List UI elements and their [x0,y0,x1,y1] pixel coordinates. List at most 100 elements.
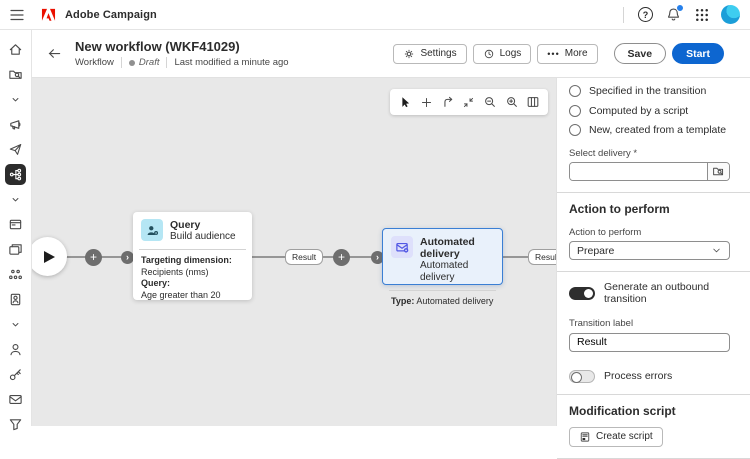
zoom-in-icon [505,95,519,109]
sidebar-item-workflows-selected[interactable] [5,164,26,185]
cluster-icon [8,267,23,282]
home-icon [8,42,23,57]
zoom-in-button[interactable] [502,92,522,112]
person-icon [8,342,23,357]
cards-stack-icon [8,242,23,257]
chevron-down-icon [9,193,22,206]
action-to-perform-label: Action to perform [569,227,730,238]
sidebar-item-campaigns[interactable] [3,112,28,137]
fit-view-button[interactable] [459,92,479,112]
sidebar-item-profiles[interactable] [3,337,28,362]
add-activity-dot-1[interactable]: + [85,249,102,266]
breadcrumb-type: Workflow [75,57,114,68]
page-subtitle: Workflow Draft Last modified a minute ag… [75,57,289,68]
automated-delivery-node[interactable]: Automated delivery Automated delivery Ty… [382,228,503,285]
add-activity-button[interactable] [416,92,436,112]
section-divider [557,394,750,395]
select-delivery-input[interactable] [570,163,707,180]
canvas-toolbar [390,89,548,115]
select-tool-button[interactable] [395,92,415,112]
section-divider [557,192,750,193]
sidebar-item-home[interactable] [3,37,28,62]
required-marker: * [633,148,637,159]
subtitle-divider [166,57,167,68]
radio-new-from-template[interactable]: New, created from a template [569,123,730,137]
save-button[interactable]: Save [614,43,667,64]
page-icon [8,217,23,232]
automated-delivery-subtitle: Automated delivery [420,260,494,284]
page-header: New workflow (WKF41029) Workflow Draft L… [32,30,750,78]
add-activity-dot-2[interactable]: + [333,249,350,266]
script-icon [579,431,591,443]
start-button[interactable]: Start [672,43,724,64]
start-node[interactable] [32,237,67,276]
transition-label-result-2[interactable]: Result [528,249,556,265]
topbar-divider [623,7,624,23]
top-app-bar: Adobe Campaign ? [0,0,750,30]
status-dot-icon [129,60,135,66]
action-select[interactable]: Prepare [569,241,730,260]
create-script-button[interactable]: Create script [569,427,663,447]
sidebar-item-landing-pages[interactable] [3,212,28,237]
map-view-button[interactable] [523,92,543,112]
radio-computed-by-script[interactable]: Computed by a script [569,104,730,118]
funnel-icon [8,417,23,432]
settings-button[interactable]: Settings [393,44,466,64]
transition-label-input[interactable] [569,333,730,352]
transition-label-result[interactable]: Result [285,249,323,265]
logs-button[interactable]: Logs [473,44,532,64]
sidebar-item-administration[interactable] [3,362,28,387]
notifications-icon[interactable] [665,6,682,23]
plus-icon [420,96,433,109]
folder-search-icon [8,67,23,82]
sidebar-item-badges[interactable] [3,287,28,312]
delivery-picker-button[interactable] [707,163,729,180]
process-errors-toggle[interactable]: Process errors [569,370,730,383]
radio-icon [569,124,581,136]
sidebar-item-content-templates[interactable] [3,237,28,262]
zoom-out-icon [483,95,497,109]
menu-icon[interactable] [10,9,24,21]
outbound-toggle-label: Generate an outbound transition [604,281,730,305]
workflow-canvas[interactable]: + › Query Build audience Targeting dimen… [32,78,556,426]
sidebar-item-audiences[interactable] [3,262,28,287]
more-button-label: More [565,48,588,59]
avatar[interactable] [721,5,740,24]
radio-label: New, created from a template [589,124,726,136]
outbound-transition-toggle[interactable]: Generate an outbound transition [569,281,730,305]
back-button[interactable] [46,46,63,61]
sidebar-item-subscriptions[interactable] [3,387,28,412]
query-node[interactable]: Query Build audience Targeting dimension… [133,212,252,300]
gear-icon [403,48,415,60]
status-label: Draft [139,57,160,68]
zoom-out-button[interactable] [480,92,500,112]
select-delivery-label: Select delivery * [569,148,730,159]
type-value: Automated delivery [416,296,493,306]
sidebar-section-chevron[interactable] [3,87,28,112]
transition-label-label: Transition label [569,318,730,329]
create-script-label: Create script [596,431,653,442]
targeting-dimension-label: Targeting dimension: [141,255,232,265]
query-node-title: Query [170,219,236,231]
help-icon[interactable]: ? [637,6,654,23]
add-transition-button[interactable] [438,92,458,112]
query-node-details: Targeting dimension: Recipients (nms) Qu… [141,255,244,301]
chevron-down-icon [9,93,22,106]
more-dots-icon: ••• [547,49,559,59]
modification-script-heading: Modification script [569,404,730,418]
settings-button-label: Settings [420,48,456,59]
toggle-on-icon [569,287,595,300]
status-badge: Draft [129,57,160,68]
sidebar-item-explorer[interactable] [3,62,28,87]
more-button[interactable]: ••• More [537,44,597,64]
sidebar-item-query-filters[interactable] [3,412,28,437]
apps-grid-icon[interactable] [693,6,710,23]
sidebar-section-chevron-2[interactable] [3,187,28,212]
sidebar-item-deliveries[interactable] [3,137,28,162]
query-value: Age greater than 20 [141,290,221,300]
radio-specified-in-transition[interactable]: Specified in the transition [569,84,730,98]
chevron-down-icon [9,318,22,331]
folder-search-icon [712,165,725,178]
query-node-icon [141,219,163,241]
sidebar-section-chevron-3[interactable] [3,312,28,337]
